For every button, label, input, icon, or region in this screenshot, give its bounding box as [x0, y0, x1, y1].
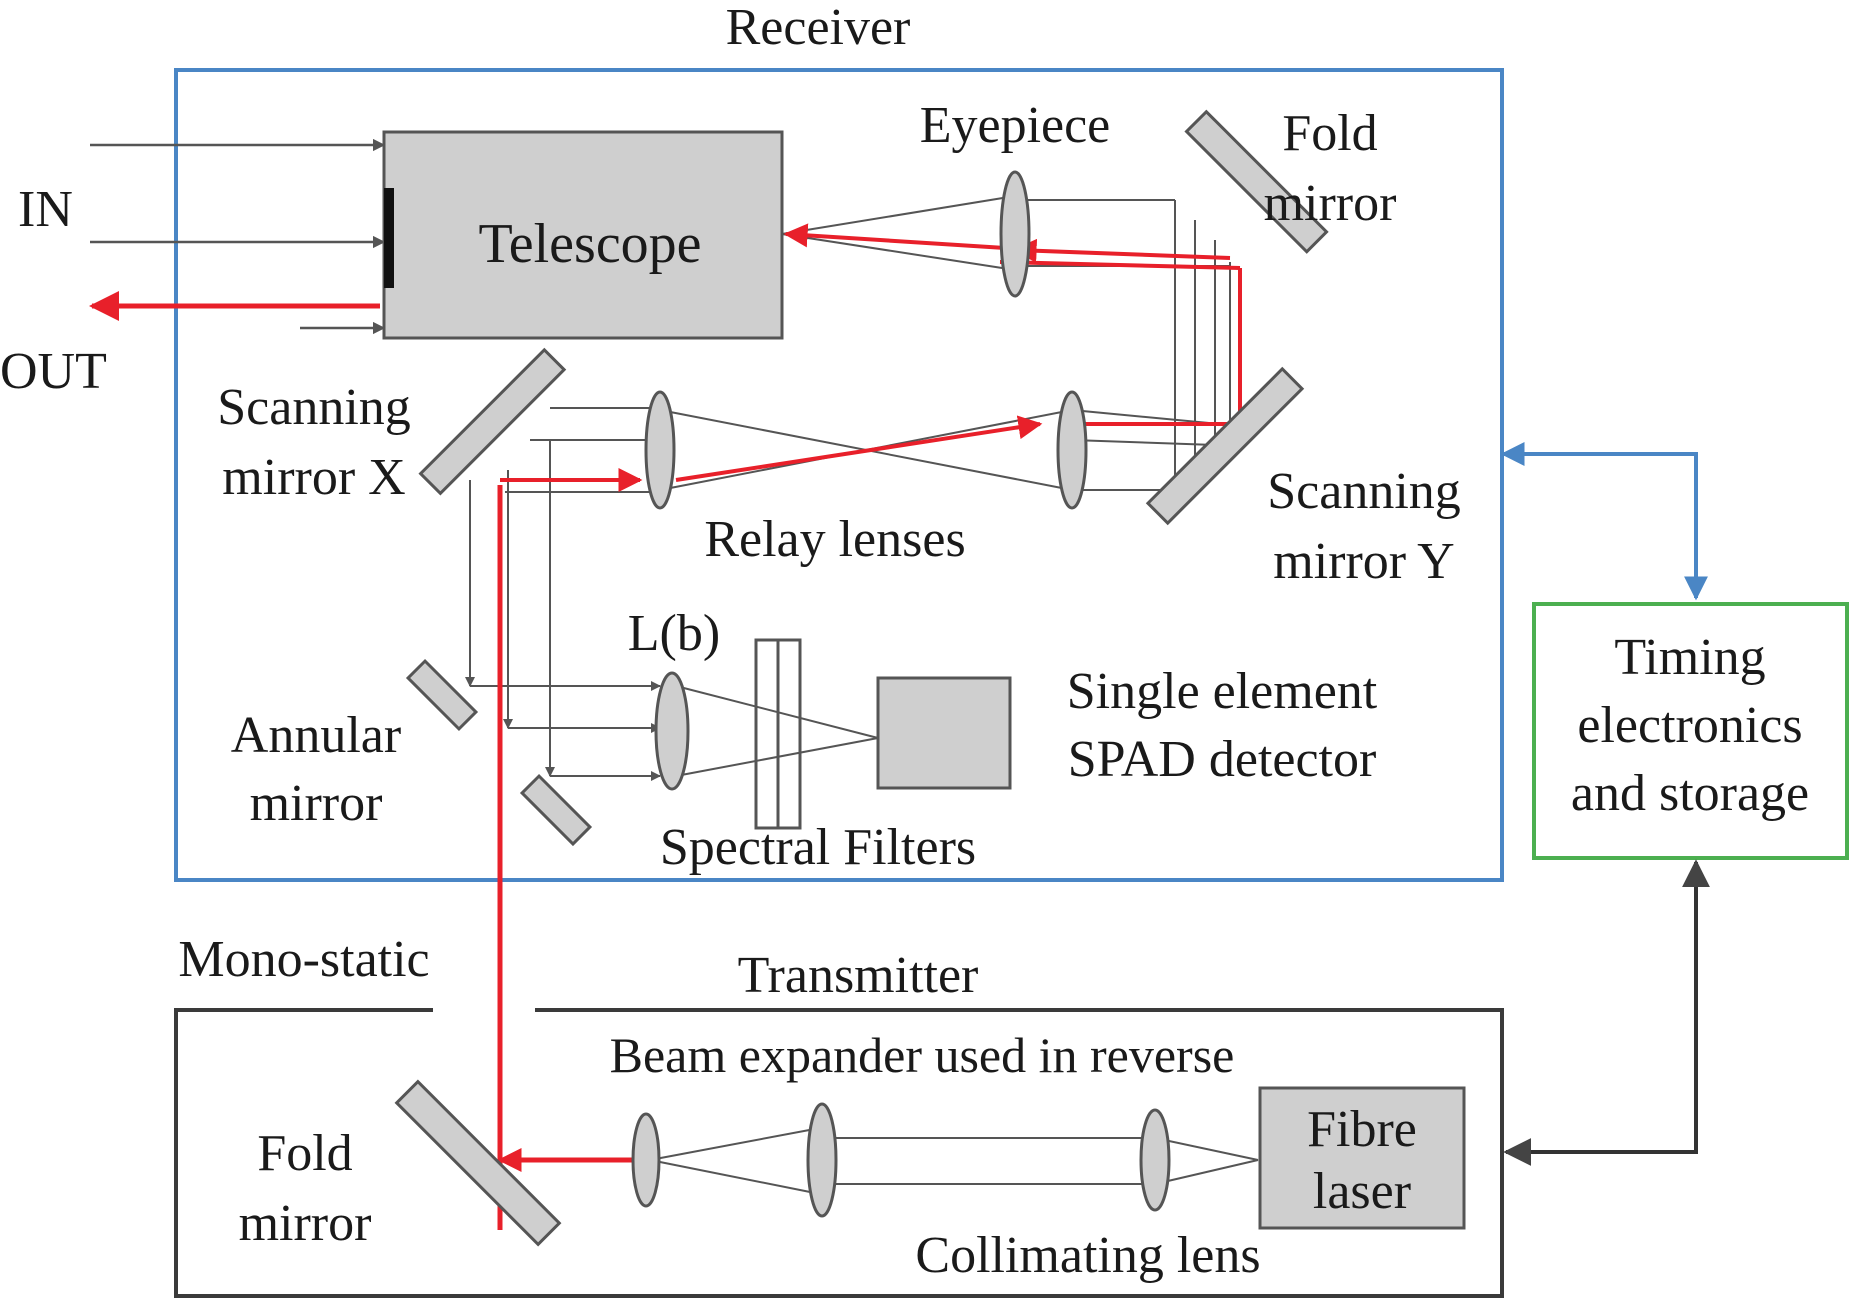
- laser-beam-path: [497, 223, 1242, 1230]
- label-spad-2: SPAD detector: [1068, 731, 1377, 788]
- label-scanning-mirror-y-2: mirror Y: [1273, 533, 1454, 590]
- scanning-mirror-x: [418, 347, 567, 496]
- label-fibre-laser-2: laser: [1313, 1163, 1411, 1220]
- label-relay-lenses: Relay lenses: [704, 511, 965, 568]
- label-scanning-mirror-x-2: mirror X: [222, 449, 405, 506]
- label-mono-static: Mono-static: [178, 931, 429, 988]
- label-fold-mirror-top-2: mirror: [1264, 175, 1397, 232]
- scanning-mirror-y: [1145, 366, 1305, 526]
- transmitter-box: [174, 1008, 1504, 1298]
- label-telescope: Telescope: [478, 213, 701, 275]
- label-receiver: Receiver: [726, 0, 911, 56]
- label-out: OUT: [0, 343, 107, 400]
- fold-mirror-top: [1184, 109, 1329, 254]
- label-timing-1: Timing: [1614, 629, 1765, 686]
- label-fold-mirror-top-1: Fold: [1282, 105, 1377, 162]
- beam-expander-lens-2: [806, 1102, 838, 1218]
- label-fold-mirror-bottom-1: Fold: [257, 1125, 352, 1182]
- relay-lens-left: [644, 390, 676, 510]
- label-collimating-lens: Collimating lens: [915, 1227, 1260, 1284]
- timing-electronics-box: [1532, 602, 1849, 860]
- label-scanning-mirror-x-1: Scanning: [217, 379, 411, 436]
- label-eyepiece: Eyepiece: [920, 97, 1111, 154]
- label-scanning-mirror-y-1: Scanning: [1267, 463, 1461, 520]
- annular-mirror-1: [405, 658, 479, 732]
- beam-expander-lens-1: [631, 1112, 661, 1208]
- incoming-rays: [90, 138, 386, 335]
- collimating-lens: [1139, 1108, 1171, 1212]
- fibre-laser: [1258, 1086, 1466, 1230]
- eyepiece-lens: [999, 170, 1031, 298]
- receiver-timing-link: [1500, 442, 1708, 601]
- label-spectral-filters: Spectral Filters: [660, 819, 976, 876]
- label-lb: L(b): [628, 605, 720, 662]
- fold-mirror-bottom: [394, 1079, 562, 1247]
- timing-transmitter-link: [1503, 859, 1710, 1166]
- spectral-filters: [754, 638, 802, 830]
- label-in: IN: [18, 181, 73, 238]
- label-fold-mirror-bottom-2: mirror: [239, 1195, 372, 1252]
- label-transmitter: Transmitter: [738, 947, 979, 1004]
- telescope-aperture: [384, 188, 394, 288]
- annular-mirror-2: [519, 773, 593, 847]
- label-beam-expander: Beam expander used in reverse: [610, 1027, 1235, 1083]
- label-fibre-laser-1: Fibre: [1307, 1101, 1417, 1158]
- label-timing-2: electronics: [1577, 697, 1802, 754]
- label-timing-3: and storage: [1571, 765, 1809, 822]
- label-spad-1: Single element: [1067, 663, 1378, 720]
- label-annular-mirror-2: mirror: [250, 775, 383, 832]
- label-annular-mirror-1: Annular: [231, 707, 401, 764]
- lens-lb: [654, 671, 690, 791]
- spad-detector: [876, 676, 1012, 790]
- relay-lens-right: [1056, 390, 1088, 510]
